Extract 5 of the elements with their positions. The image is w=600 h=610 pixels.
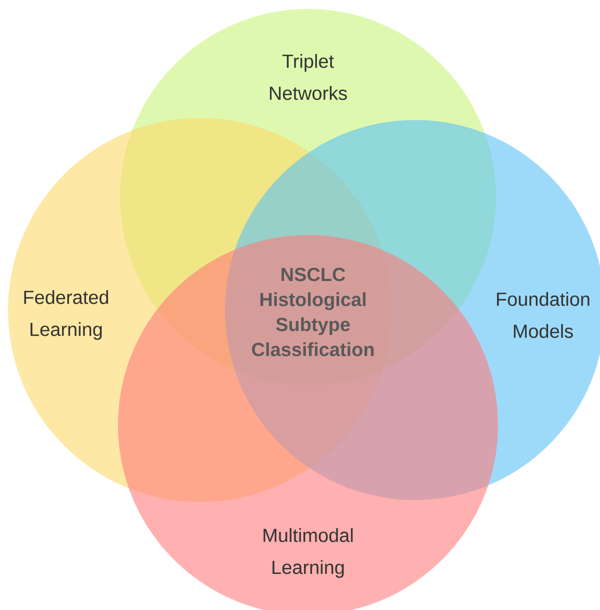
circle-label: Triplet Networks — [270, 54, 347, 100]
circle-label: Multimodal Learning — [264, 528, 353, 578]
circle-label: Federated Learning — [24, 290, 108, 340]
circle-label: Foundation Models — [497, 292, 590, 338]
center-label: NSCLC Histological Subtype Classification — [252, 268, 374, 356]
